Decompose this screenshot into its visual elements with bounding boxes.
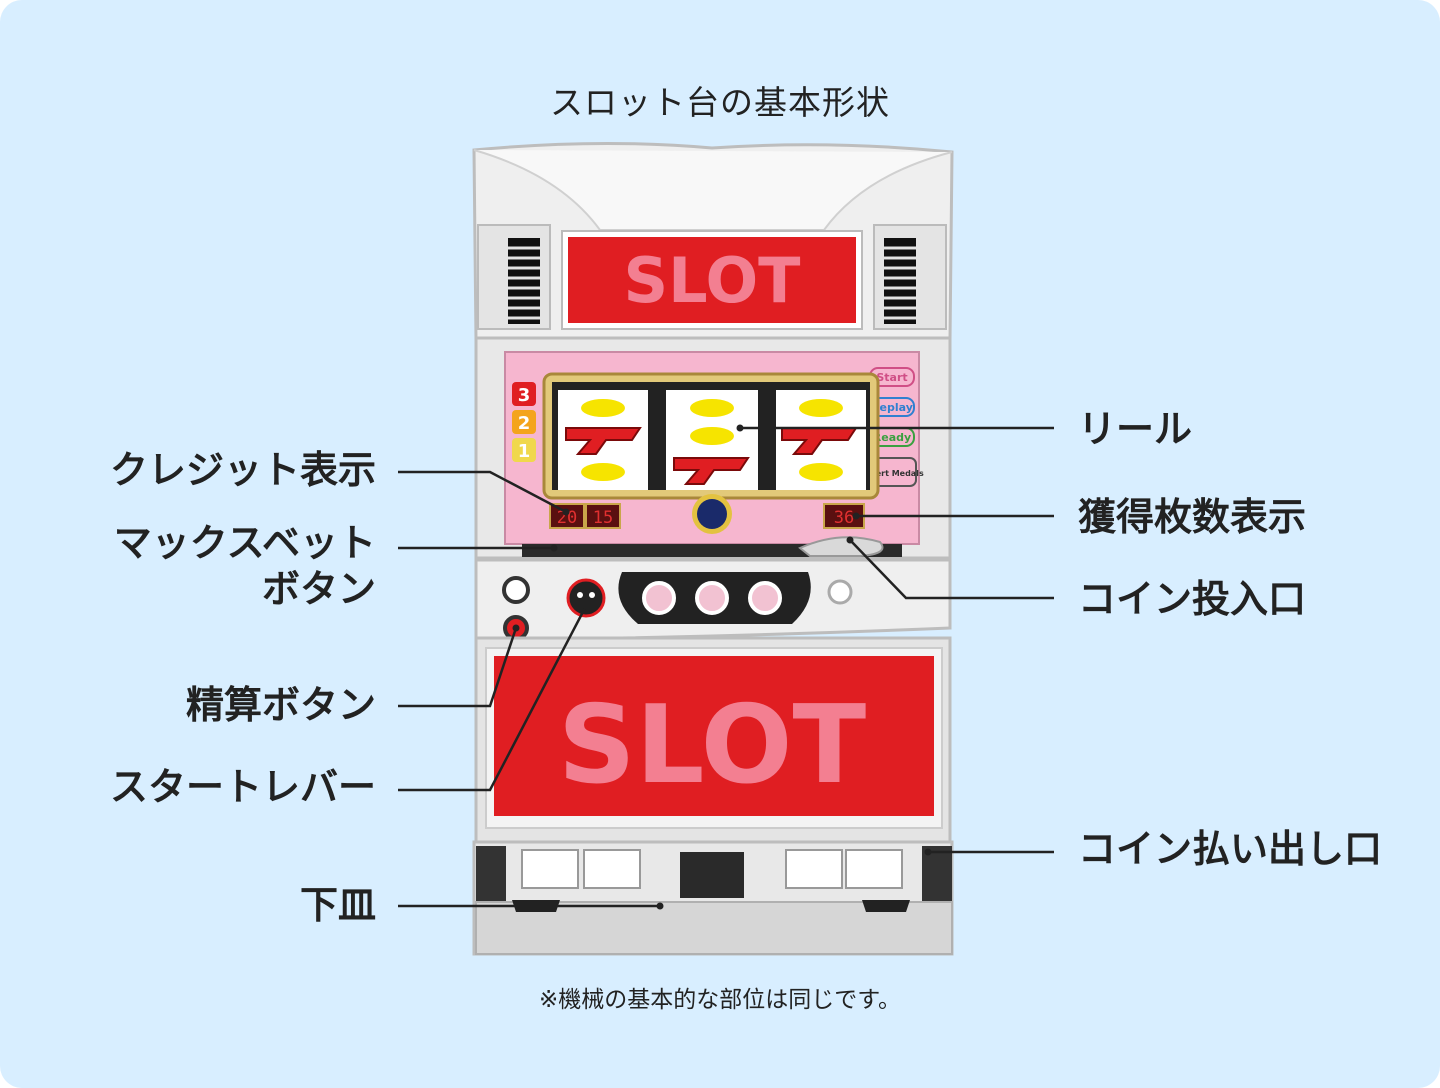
svg-text:20: 20 bbox=[557, 508, 577, 528]
tag-insert-medals: Insert Medals bbox=[862, 469, 924, 478]
label-coin-payout: コイン払い出し口 bbox=[1078, 827, 1383, 871]
credit-display-2 bbox=[585, 503, 621, 529]
bottom-logo-text: SLOT bbox=[558, 683, 867, 808]
label-coin-insert: コイン投入口 bbox=[1078, 577, 1307, 621]
start-lever bbox=[566, 578, 606, 618]
label-settle-button: 精算ボタン bbox=[185, 683, 376, 727]
footnote: ※機械の基本的な部位は同じです。 bbox=[539, 987, 901, 1013]
lamp-2: 2 bbox=[518, 413, 531, 434]
stop-button-center bbox=[695, 581, 729, 615]
label-credit-display: クレジット表示 bbox=[109, 448, 376, 492]
label-start-lever: スタートレバー bbox=[109, 765, 376, 809]
svg-text:36: 36 bbox=[834, 508, 854, 528]
diagram-title: スロット台の基本形状 bbox=[550, 83, 890, 122]
lamp-1: 1 bbox=[518, 441, 531, 462]
credit-display-1 bbox=[549, 503, 585, 529]
reel-right bbox=[776, 390, 866, 490]
top-logo-panel bbox=[568, 237, 856, 323]
label-reel: リール bbox=[1078, 407, 1193, 451]
payout-display bbox=[823, 503, 865, 529]
tag-ready: Ready bbox=[873, 431, 911, 444]
label-max-bet-button: マックスベット ボタン bbox=[113, 521, 376, 611]
top-logo-text: SLOT bbox=[624, 244, 801, 317]
stop-button-right bbox=[748, 581, 782, 615]
reel-center bbox=[666, 390, 758, 490]
label-payout-display: 獲得枚数表示 bbox=[1078, 495, 1307, 539]
coin-payout-chute bbox=[680, 852, 744, 898]
max-bet-button bbox=[502, 576, 530, 604]
leader-lines bbox=[398, 426, 1054, 908]
svg-text:15: 15 bbox=[593, 508, 613, 528]
speaker-left-icon bbox=[477, 224, 551, 330]
reel-left bbox=[558, 390, 648, 490]
bottom-logo-panel bbox=[494, 656, 934, 816]
speaker-right-icon bbox=[873, 224, 947, 330]
stop-button-left bbox=[642, 581, 676, 615]
lamp-3: 3 bbox=[518, 385, 531, 406]
tag-replay: Replay bbox=[871, 401, 913, 414]
lamp-column: 3 2 1 bbox=[512, 382, 536, 462]
tag-start: Start bbox=[876, 371, 907, 384]
label-lower-tray: 下皿 bbox=[299, 883, 376, 927]
